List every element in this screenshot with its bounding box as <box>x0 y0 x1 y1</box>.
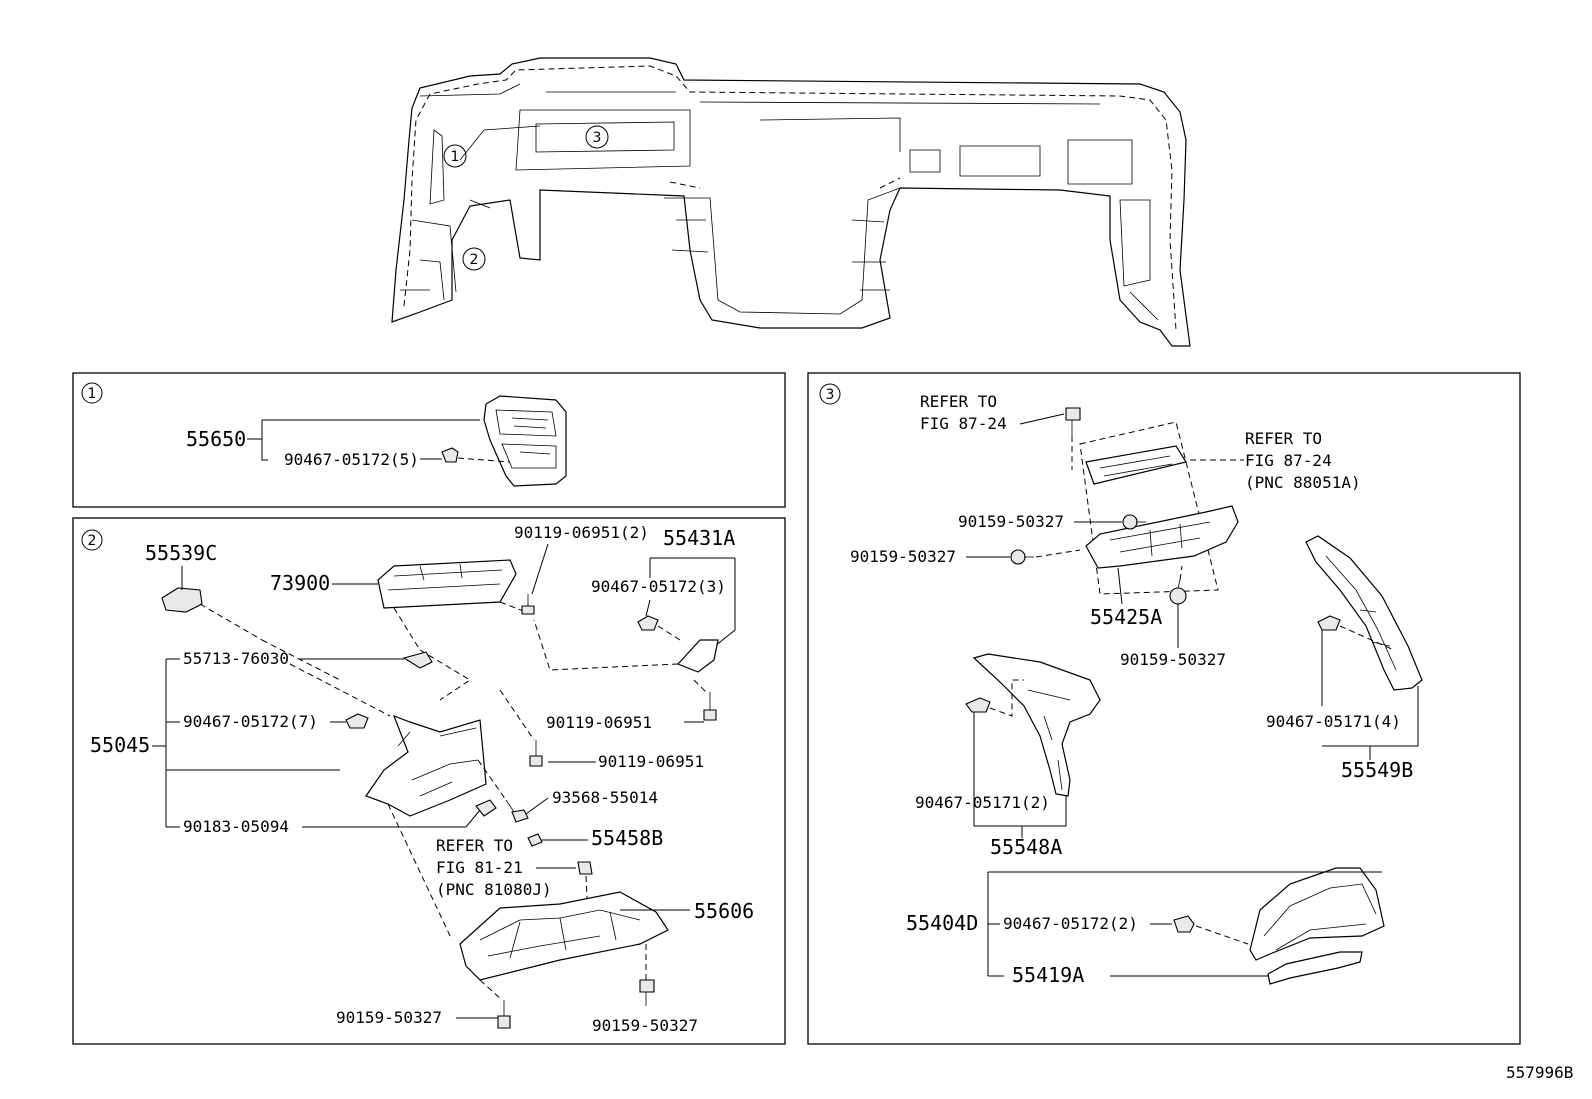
label-73900: 73900 <box>270 571 330 595</box>
label-55045: 55045 <box>90 733 150 757</box>
label-90467-05171-4: 90467-05171(4) <box>1266 712 1401 731</box>
lower-cover-55045-part <box>365 714 487 817</box>
clip-55458b-part <box>527 833 543 847</box>
clip-90467-05172-7-part <box>345 713 369 729</box>
label-90159-50327-a: 90159-50327 <box>336 1008 442 1027</box>
label-90183-05094: 90183-05094 <box>183 817 289 836</box>
refer-81-21-line3: (PNC 81080J) <box>436 880 552 899</box>
bolt-90119-06951-2-part <box>521 594 535 615</box>
refer-87-24-b-line1: REFER TO <box>1245 429 1322 448</box>
section-3-box: 3 <box>807 372 1521 1045</box>
svg-text:3: 3 <box>593 130 602 146</box>
section-1-box: 1 <box>72 372 786 508</box>
section-1-parts: 55650 90467-05172(5) <box>186 395 567 487</box>
overview-marker-2: 2 <box>462 247 486 271</box>
label-90159-50327-c: 90159-50327 <box>958 512 1064 531</box>
instrument-panel-overview: 1 2 3 <box>391 57 1191 347</box>
label-55425a: 55425A <box>1090 605 1162 629</box>
label-90119-06951-a: 90119-06951 <box>546 713 652 732</box>
label-55539c: 55539C <box>145 541 217 565</box>
label-55606: 55606 <box>694 899 754 923</box>
clip-part <box>441 447 459 463</box>
label-55549b: 55549B <box>1341 758 1413 782</box>
refer-87-24-a-line2: FIG 87-24 <box>920 414 1007 433</box>
clip-90467-05171-2-part <box>965 697 991 713</box>
trim-55549b-part <box>1305 535 1423 691</box>
label-55548a: 55548A <box>990 835 1062 859</box>
label-55431a: 55431A <box>663 526 735 550</box>
section-1-marker: 1 <box>88 386 97 402</box>
bolt-90119-06951-a-part <box>703 692 717 721</box>
label-90119-06951-2: 90119-06951(2) <box>514 523 649 542</box>
side-register-part <box>483 395 567 487</box>
document-id: 557996B <box>1506 1063 1573 1082</box>
svg-text:2: 2 <box>470 252 479 268</box>
svg-text:1: 1 <box>451 149 460 165</box>
clip-81080j-part <box>577 861 593 875</box>
section-2-marker: 2 <box>88 533 97 549</box>
label-90159-50327-d: 90159-50327 <box>850 547 956 566</box>
label-90467-05172-5: 90467-05172(5) <box>284 450 419 469</box>
refer-87-24-b-line3: (PNC 88051A) <box>1245 473 1361 492</box>
bolt-90159-50327-e-part <box>1169 579 1187 605</box>
label-55650: 55650 <box>186 427 246 451</box>
label-55419a: 55419A <box>1012 963 1084 987</box>
label-55713-76030: 55713-76030 <box>183 649 289 668</box>
clip-90183-05094-part <box>475 799 497 817</box>
section-2-box: 2 <box>72 517 786 1045</box>
label-55458b: 55458B <box>591 826 663 850</box>
clip-90467-05172-2-part <box>1173 915 1195 933</box>
bolt-90159-50327-d-part <box>1010 549 1034 565</box>
overview-marker-3: 3 <box>585 125 609 149</box>
bolt-90159-50327-b-part <box>639 979 655 1006</box>
refer-81-21-line1: REFER TO <box>436 836 513 855</box>
bolt-90159-50327-c-part <box>1122 514 1146 530</box>
section-3-parts: REFER TO FIG 87-24 REFER TO FIG 87-24 (P… <box>850 392 1423 987</box>
label-55404d: 55404D <box>906 911 978 935</box>
module-88051a-part <box>1085 445 1187 485</box>
label-90467-05172-3: 90467-05172(3) <box>591 577 726 596</box>
label-90159-50327-e: 90159-50327 <box>1120 650 1226 669</box>
label-90119-06951-b: 90119-06951 <box>598 752 704 771</box>
bolt-90159-50327-a-part <box>497 1000 511 1029</box>
label-90159-50327-b: 90159-50327 <box>592 1016 698 1035</box>
refer-87-24-b-line2: FIG 87-24 <box>1245 451 1332 470</box>
trim-55548a-part <box>972 653 1101 797</box>
bolt-90119-06951-b-part <box>529 740 543 767</box>
clip-55539c-part <box>161 587 203 613</box>
clip-55713-76030-part <box>402 651 433 669</box>
label-93568-55014: 93568-55014 <box>552 788 658 807</box>
refer-81-21-line2: FIG 81-21 <box>436 858 523 877</box>
box-73900-part <box>377 559 517 609</box>
bracket-55431a-part <box>676 639 719 673</box>
section-2-parts: 55539C 73900 90119-06951(2) 55431A 90467… <box>90 523 754 1035</box>
meter-hood-55404d-part <box>1249 867 1385 961</box>
screw-93568-55014-part <box>505 799 529 823</box>
panel-55606-part <box>459 891 669 981</box>
bolt-87-24-part <box>1065 407 1081 436</box>
label-90467-05172-2: 90467-05172(2) <box>1003 914 1138 933</box>
label-90467-05171-2: 90467-05171(2) <box>915 793 1050 812</box>
overview-marker-1: 1 <box>443 144 467 168</box>
label-90467-05172-7: 90467-05172(7) <box>183 712 318 731</box>
clip-90467-05171-4-part <box>1317 615 1341 631</box>
clip-90467-05172-3-part <box>637 615 659 631</box>
section-3-marker: 3 <box>826 387 835 403</box>
refer-87-24-a-line1: REFER TO <box>920 392 997 411</box>
bracket-55425a-part <box>1085 505 1239 569</box>
meter-trim-55419a-part <box>1267 951 1363 985</box>
